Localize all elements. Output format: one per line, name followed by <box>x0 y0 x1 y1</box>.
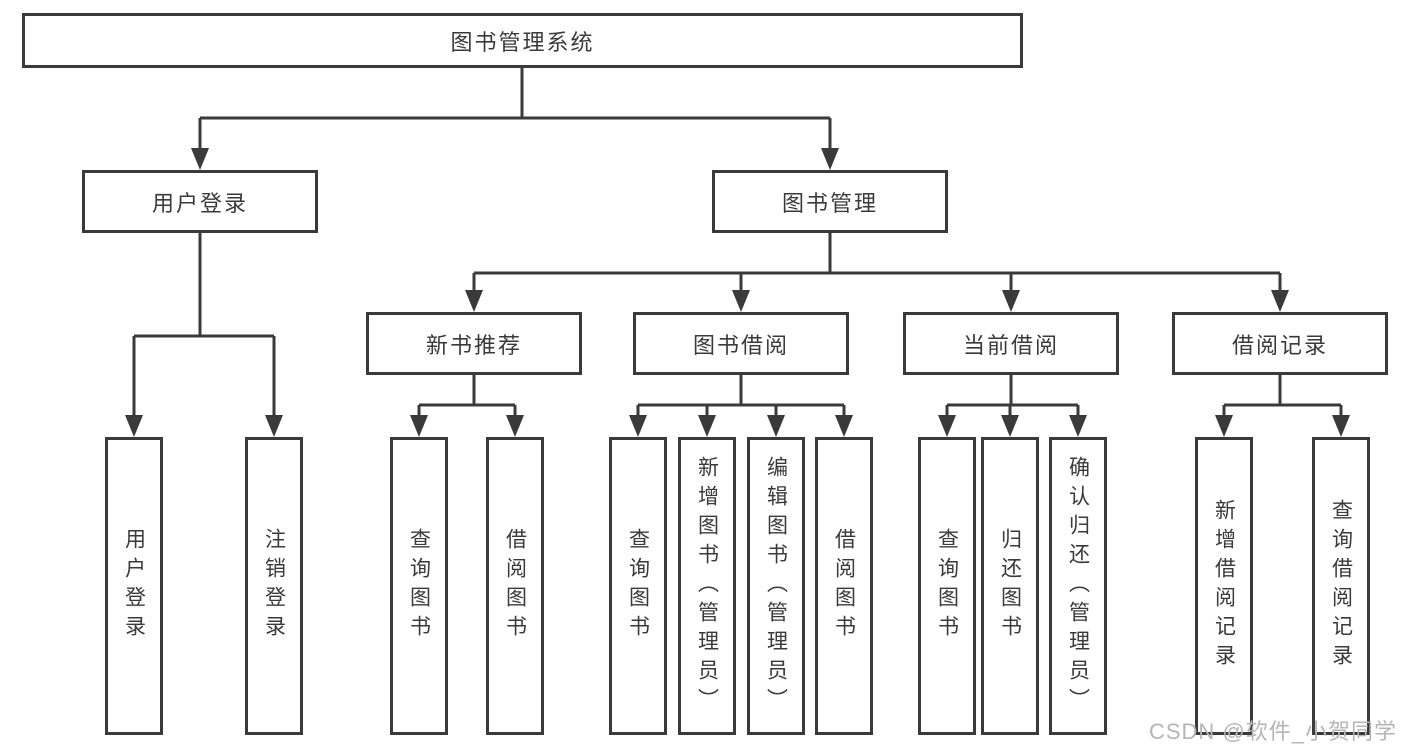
arrowheads <box>125 148 1350 437</box>
node-leaf-query-borrow-record: 查询借阅记录 <box>1312 437 1370 735</box>
node-leaf-confirm-return-admin: 确认归还（管理员） <box>1049 437 1107 735</box>
node-leaf-add-books-admin: 新增图书（管理员） <box>678 437 736 735</box>
node-leaf-query-books-current: 查询图书 <box>918 437 976 735</box>
node-leaf-logout: 注销登录 <box>245 437 303 735</box>
node-borrowing-records: 借阅记录 <box>1172 312 1388 375</box>
node-current-borrowing: 当前借阅 <box>903 312 1119 375</box>
node-leaf-borrow-books-rec: 借阅图书 <box>486 437 544 735</box>
node-leaf-borrow-books: 借阅图书 <box>815 437 873 735</box>
node-leaf-return-books: 归还图书 <box>981 437 1039 735</box>
node-book-borrowing: 图书借阅 <box>633 312 849 375</box>
node-leaf-query-books-rec: 查询图书 <box>390 437 448 735</box>
node-user-login: 用户登录 <box>82 170 318 233</box>
node-library-system: 图书管理系统 <box>22 13 1023 68</box>
node-new-book-recommend: 新书推荐 <box>366 312 582 375</box>
node-leaf-user-login: 用户登录 <box>105 437 163 735</box>
node-leaf-add-borrow-record: 新增借阅记录 <box>1195 437 1253 735</box>
watermark: CSDN @软件_小贺同学 <box>1148 719 1397 744</box>
node-leaf-edit-books-admin: 编辑图书（管理员） <box>747 437 805 735</box>
node-book-management: 图书管理 <box>712 170 948 233</box>
node-leaf-query-books-borrow: 查询图书 <box>609 437 667 735</box>
